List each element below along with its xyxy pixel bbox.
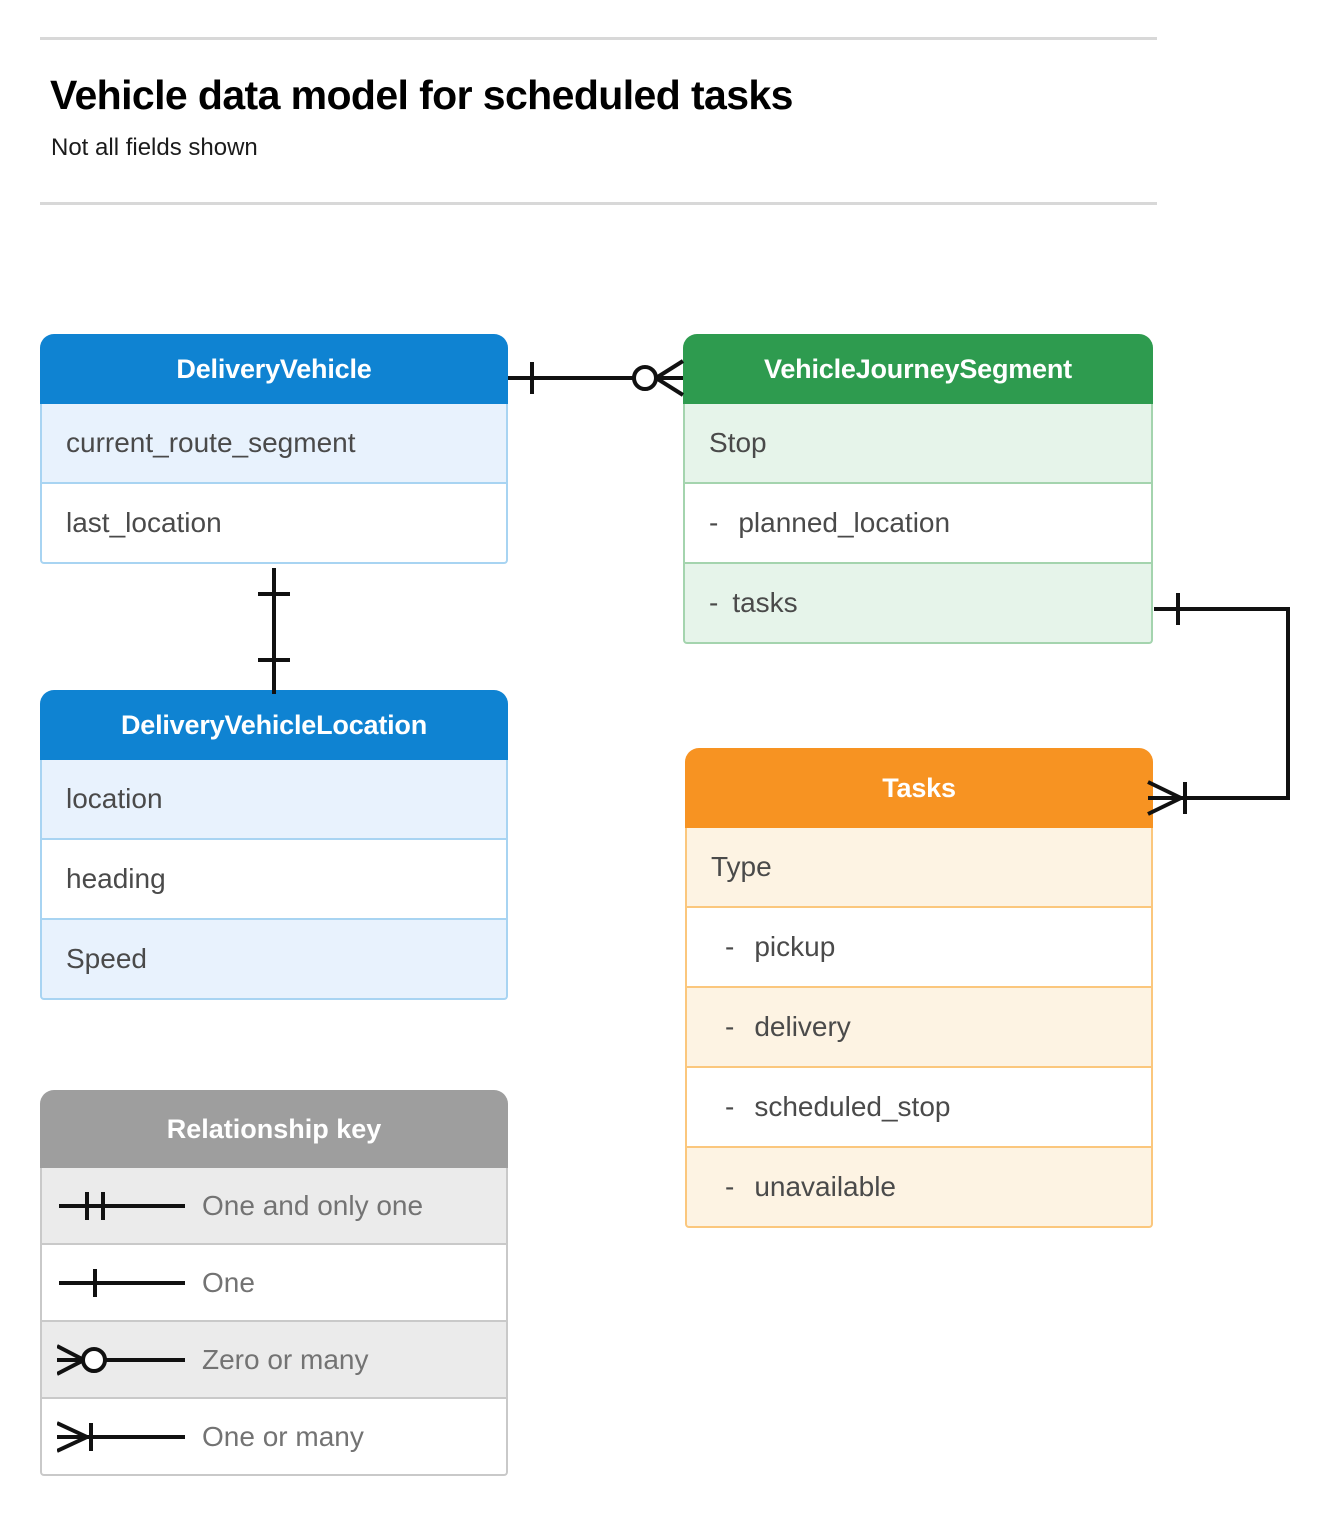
field-label: Stop xyxy=(709,427,767,458)
field-label: Type xyxy=(711,851,772,882)
entity-field-pickup[interactable]: - pickup xyxy=(685,908,1153,988)
field-label: tasks xyxy=(732,587,798,618)
field-label: Speed xyxy=(66,943,147,974)
bullet-dash: - xyxy=(725,931,735,962)
field-label: current_route_segment xyxy=(66,427,356,458)
entity-field-tasks[interactable]: - tasks xyxy=(683,564,1153,644)
relationship-journey-segment-tasks-to-tasks xyxy=(1147,593,1290,816)
field-label: last_location xyxy=(66,507,222,538)
field-label: heading xyxy=(66,863,166,894)
field-label: delivery xyxy=(754,1011,851,1042)
divider-bottom xyxy=(40,202,1157,205)
divider-top xyxy=(40,37,1157,40)
legend-label: One and only one xyxy=(202,1189,424,1221)
legend-label: Zero or many xyxy=(202,1343,369,1375)
entity-vehicle-journey-segment-title: VehicleJourneySegment xyxy=(683,334,1153,404)
one-icon xyxy=(42,1245,202,1320)
field-label: scheduled_stop xyxy=(754,1091,951,1122)
legend-title: Relationship key xyxy=(40,1090,508,1168)
field-label: location xyxy=(66,783,163,814)
bullet-dash: - xyxy=(725,1011,735,1042)
field-label: pickup xyxy=(754,931,836,962)
entity-field-planned-location[interactable]: - planned_location xyxy=(683,484,1153,564)
legend-row-zero-or-many: Zero or many xyxy=(40,1322,508,1399)
bullet-dash: - xyxy=(709,507,719,538)
zero-or-many-icon xyxy=(42,1322,202,1397)
entity-field-heading[interactable]: heading xyxy=(40,840,508,920)
entity-field-stop[interactable]: Stop xyxy=(683,404,1153,484)
one-and-only-one-icon xyxy=(42,1168,202,1243)
entity-field-scheduled-stop[interactable]: - scheduled_stop xyxy=(685,1068,1153,1148)
bullet-dash: - xyxy=(709,587,719,618)
entity-field-delivery[interactable]: - delivery xyxy=(685,988,1153,1068)
bullet-dash: - xyxy=(725,1091,735,1122)
one-or-many-icon xyxy=(42,1399,202,1474)
bullet-dash: - xyxy=(725,1171,735,1202)
entity-field-current-route-segment[interactable]: current_route_segment xyxy=(40,404,508,484)
field-label: unavailable xyxy=(754,1171,896,1202)
legend-row-one-or-many: One or many xyxy=(40,1399,508,1476)
entity-field-type[interactable]: Type xyxy=(685,828,1153,908)
entity-tasks-title: Tasks xyxy=(685,748,1153,828)
field-label: planned_location xyxy=(738,507,951,538)
relationship-key-legend: Relationship key One and only one One xyxy=(40,1090,508,1476)
legend-label: One or many xyxy=(202,1420,364,1452)
relationship-vehicle-to-journey-segment xyxy=(508,359,685,397)
legend-row-one: One xyxy=(40,1245,508,1322)
entity-delivery-vehicle-location[interactable]: DeliveryVehicleLocation location heading… xyxy=(40,690,508,1000)
entity-field-speed[interactable]: Speed xyxy=(40,920,508,1000)
entity-delivery-vehicle[interactable]: DeliveryVehicle current_route_segment la… xyxy=(40,334,508,564)
page-subtitle: Not all fields shown xyxy=(51,134,258,161)
relationship-vehicle-to-vehicle-location xyxy=(258,568,290,694)
entity-delivery-vehicle-location-title: DeliveryVehicleLocation xyxy=(40,690,508,760)
page-title: Vehicle data model for scheduled tasks xyxy=(50,72,793,118)
entity-vehicle-journey-segment[interactable]: VehicleJourneySegment Stop - planned_loc… xyxy=(683,334,1153,644)
entity-field-location[interactable]: location xyxy=(40,760,508,840)
entity-delivery-vehicle-title: DeliveryVehicle xyxy=(40,334,508,404)
entity-field-unavailable[interactable]: - unavailable xyxy=(685,1148,1153,1228)
entity-tasks[interactable]: Tasks Type - pickup - delivery - schedul… xyxy=(685,748,1153,1228)
entity-field-last-location[interactable]: last_location xyxy=(40,484,508,564)
legend-row-one-and-only-one: One and only one xyxy=(40,1168,508,1245)
legend-label: One xyxy=(202,1266,255,1298)
